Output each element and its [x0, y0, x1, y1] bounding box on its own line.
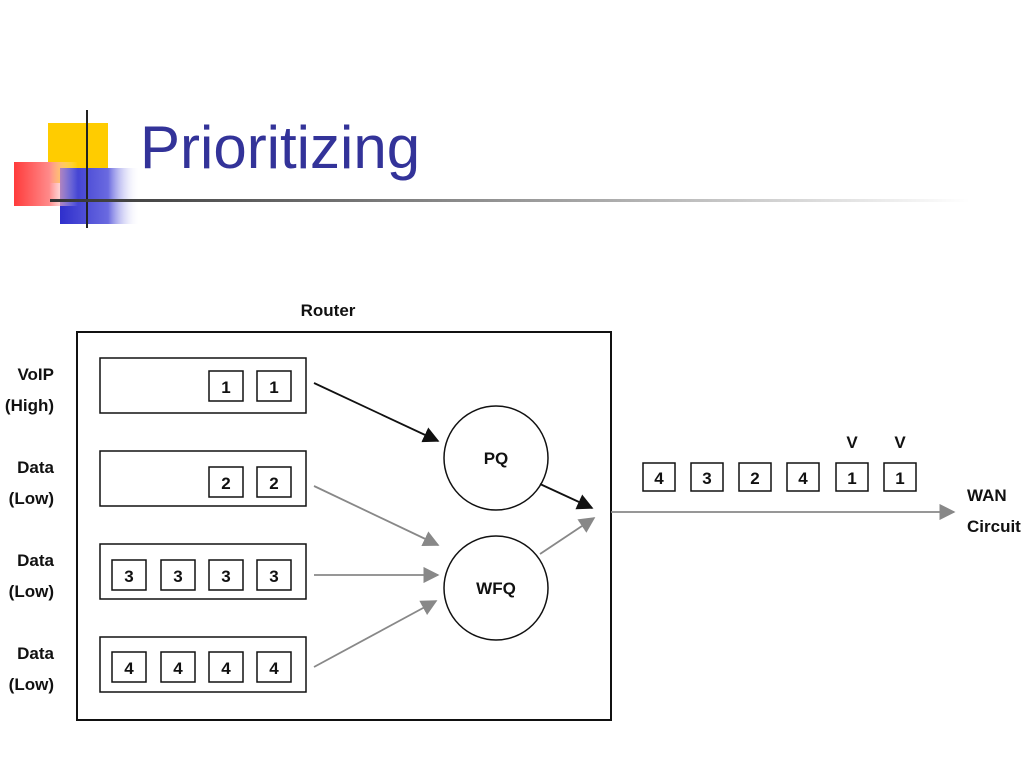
- packet-label: 3: [124, 567, 133, 586]
- queue-label-data4-line2: (Low): [9, 675, 54, 694]
- packet: [642, 462, 676, 492]
- arrow-pq-to-output: [539, 483, 594, 510]
- pq-label: PQ: [484, 449, 509, 468]
- packet-label: 1: [847, 469, 856, 488]
- packet: [883, 462, 917, 492]
- title-underline: [50, 199, 970, 202]
- arrow-data4-to-wfq: [313, 600, 438, 668]
- packet-label: 1: [221, 378, 230, 397]
- packet: [256, 370, 292, 402]
- output-packets: 4 3 2 4 1 1: [642, 462, 917, 492]
- packet: [160, 559, 196, 591]
- packet: [256, 651, 292, 683]
- queue-label-data3-line2: (Low): [9, 582, 54, 601]
- packet: [111, 651, 147, 683]
- arrow-voip-to-pq: [313, 382, 440, 443]
- packet-label: 4: [124, 659, 134, 678]
- router-label: Router: [301, 301, 356, 320]
- packet: [208, 370, 244, 402]
- flow-arrows: [313, 382, 956, 668]
- packet-label: 2: [750, 469, 759, 488]
- deco-red-square: [14, 162, 78, 206]
- packet: [738, 462, 772, 492]
- packet: [690, 462, 724, 492]
- packet-label: 2: [221, 474, 230, 493]
- packet-label: 1: [269, 378, 278, 397]
- packet-label: 3: [702, 469, 711, 488]
- arrow-data2-to-wfq: [313, 485, 440, 547]
- packet-label: 4: [221, 659, 231, 678]
- packet-label: 3: [173, 567, 182, 586]
- pq-scheduler: [443, 405, 549, 511]
- queue-label-data4-line1: Data: [17, 644, 54, 663]
- queue-label-data2-line2: (Low): [9, 489, 54, 508]
- packet: [208, 651, 244, 683]
- packet: [160, 651, 196, 683]
- packet-label: 3: [221, 567, 230, 586]
- packet: [835, 462, 869, 492]
- wan-label-line2: Circuit: [967, 517, 1021, 536]
- wfq-label: WFQ: [476, 579, 516, 598]
- packet-label: 4: [269, 659, 279, 678]
- arrow-wfq-to-output: [539, 517, 596, 555]
- packet-label: 2: [269, 474, 278, 493]
- queue-label-voip-line2: (High): [5, 396, 54, 415]
- wfq-scheduler: [443, 535, 549, 641]
- queue-label-data3-line1: Data: [17, 551, 54, 570]
- packet: [786, 462, 820, 492]
- queue-packets: 1 1 2 2 3 3 3 3 4 4 4 4: [111, 370, 292, 683]
- voice-marker: V: [894, 433, 906, 452]
- packet-label: 4: [654, 469, 664, 488]
- queue-labels: VoIP (High) Data (Low) Data (Low) Data (…: [5, 365, 55, 694]
- voice-marker: V: [846, 433, 858, 452]
- packet-label: 4: [798, 469, 808, 488]
- queue-label-data2-line1: Data: [17, 458, 54, 477]
- wan-label-line1: WAN: [967, 486, 1007, 505]
- packet: [208, 466, 244, 498]
- packet-label: 1: [895, 469, 904, 488]
- packet: [256, 466, 292, 498]
- queue-label-voip-line1: VoIP: [17, 365, 54, 384]
- packet: [256, 559, 292, 591]
- packet: [208, 559, 244, 591]
- packet-label: 3: [269, 567, 278, 586]
- packet-label: 4: [173, 659, 183, 678]
- packet: [111, 559, 147, 591]
- page-title: Prioritizing: [140, 114, 421, 181]
